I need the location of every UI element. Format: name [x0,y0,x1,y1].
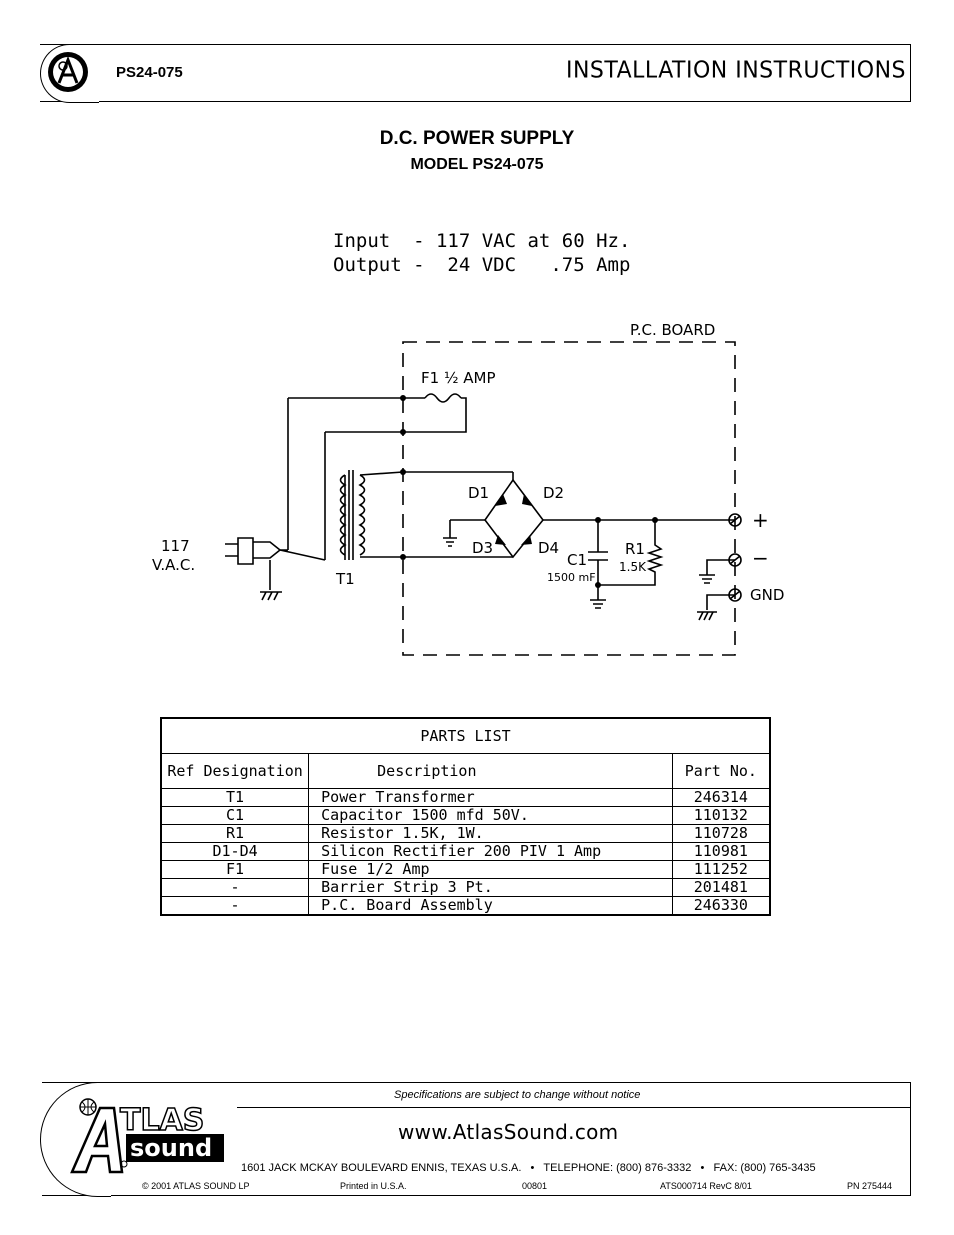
footer-printed: Printed in U.S.A. [340,1181,407,1191]
part-number-cell: 110981 [671,842,771,861]
part-number-cell: 111252 [671,860,771,879]
footer-address: 1601 JACK MCKAY BOULEVARD ENNIS, TEXAS U… [241,1162,816,1174]
logo-text-atlas: TLAS [120,1103,204,1138]
table-row: F1 Fuse 1/2 Amp 111252 [160,860,771,879]
resistor-label: R1 [625,540,645,558]
description-cell: Power Transformer [308,788,673,807]
capacitor-value: 1500 mF [547,571,596,584]
spec-output: Output - 24 VDC .75 Amp [333,254,631,276]
table-row: - Barrier Strip 3 Pt. 201481 [160,878,771,897]
logo-text-sound: sound [130,1134,212,1162]
part-number-cell: 246314 [671,788,771,807]
footer-part-number: PN 275444 [847,1181,893,1191]
column-header-ref: Ref Designation [160,753,310,789]
footer-copyright: © 2001 ATLAS SOUND LP [142,1181,250,1191]
gnd-terminal-label: GND [750,586,784,604]
fuse-label: F1 ½ AMP [421,369,496,387]
table-row: D1-D4 Silicon Rectifier 200 PIV 1 Amp 11… [160,842,771,861]
ref-cell: T1 [160,788,310,807]
table-row: T1 Power Transformer 246314 [160,788,771,807]
description-cell: Resistor 1.5K, 1W. [308,824,673,843]
minus-terminal-label: − [752,546,769,570]
document-title: D.C. POWER SUPPLY [379,128,575,149]
spec-block: Input - 117 VAC at 60 Hz.Output - 24 VDC… [333,229,630,277]
description-cell: Fuse 1/2 Amp [308,860,673,879]
header-bar [40,44,911,102]
footer-doc-id: ATS000714 RevC 8/01 [660,1181,752,1191]
board-label: P.C. BOARD [630,321,715,339]
resistor-value: 1.5K [619,560,647,574]
column-header-description: Description [308,753,673,789]
atlas-emblem-icon [48,52,88,92]
header-title: INSTALLATION INSTRUCTIONS [565,57,906,84]
footer-divider [237,1107,910,1108]
footer-box [42,1082,911,1196]
ref-cell: F1 [160,860,310,879]
diode-d4-label: D4 [538,539,559,557]
part-number-cell: 201481 [671,878,771,897]
ref-cell: - [160,896,310,916]
part-number-cell: 110132 [671,806,771,825]
footer-notice: Specifications are subject to change wit… [394,1089,641,1101]
table-row: - P.C. Board Assembly 246330 [160,896,771,916]
capacitor-label: C1 [567,551,587,569]
atlas-sound-logo: TLAS sound [70,1098,224,1174]
part-number-cell: 110728 [671,824,771,843]
spec-input: Input - 117 VAC at 60 Hz. [333,230,631,252]
description-cell: Silicon Rectifier 200 PIV 1 Amp [308,842,673,861]
header-model: PS24-075 [116,64,183,81]
ref-cell: D1-D4 [160,842,310,861]
part-number-cell: 246330 [671,896,771,916]
transformer-label: T1 [335,570,355,588]
parts-list-caption: PARTS LIST [160,717,771,754]
footer-code: 00801 [522,1181,548,1191]
ac-label-2: V.A.C. [152,556,195,574]
document-subtitle: MODEL PS24-075 [410,156,544,173]
table-row: C1 Capacitor 1500 mfd 50V. 110132 [160,806,771,825]
diode-d1-label: D1 [468,484,489,502]
diode-d2-label: D2 [543,484,564,502]
description-cell: Capacitor 1500 mfd 50V. [308,806,673,825]
ref-cell: R1 [160,824,310,843]
diode-d3-label: D3 [472,539,493,557]
circuit-schematic: P.C. BOARD F1 ½ AMP 117 V.A.C. T1 D1 D2 … [152,321,784,656]
ref-cell: - [160,878,310,897]
parts-list-table: PARTS LIST Ref Designation Description P… [160,717,771,916]
description-cell: P.C. Board Assembly [308,896,673,916]
ac-label-1: 117 [161,537,190,555]
description-cell: Barrier Strip 3 Pt. [308,878,673,897]
table-row: R1 Resistor 1.5K, 1W. 110728 [160,824,771,843]
column-header-part-no: Part No. [671,753,771,789]
ref-cell: C1 [160,806,310,825]
plus-terminal-label: + [752,508,769,532]
footer-url[interactable]: www.AtlasSound.com [398,1120,619,1144]
